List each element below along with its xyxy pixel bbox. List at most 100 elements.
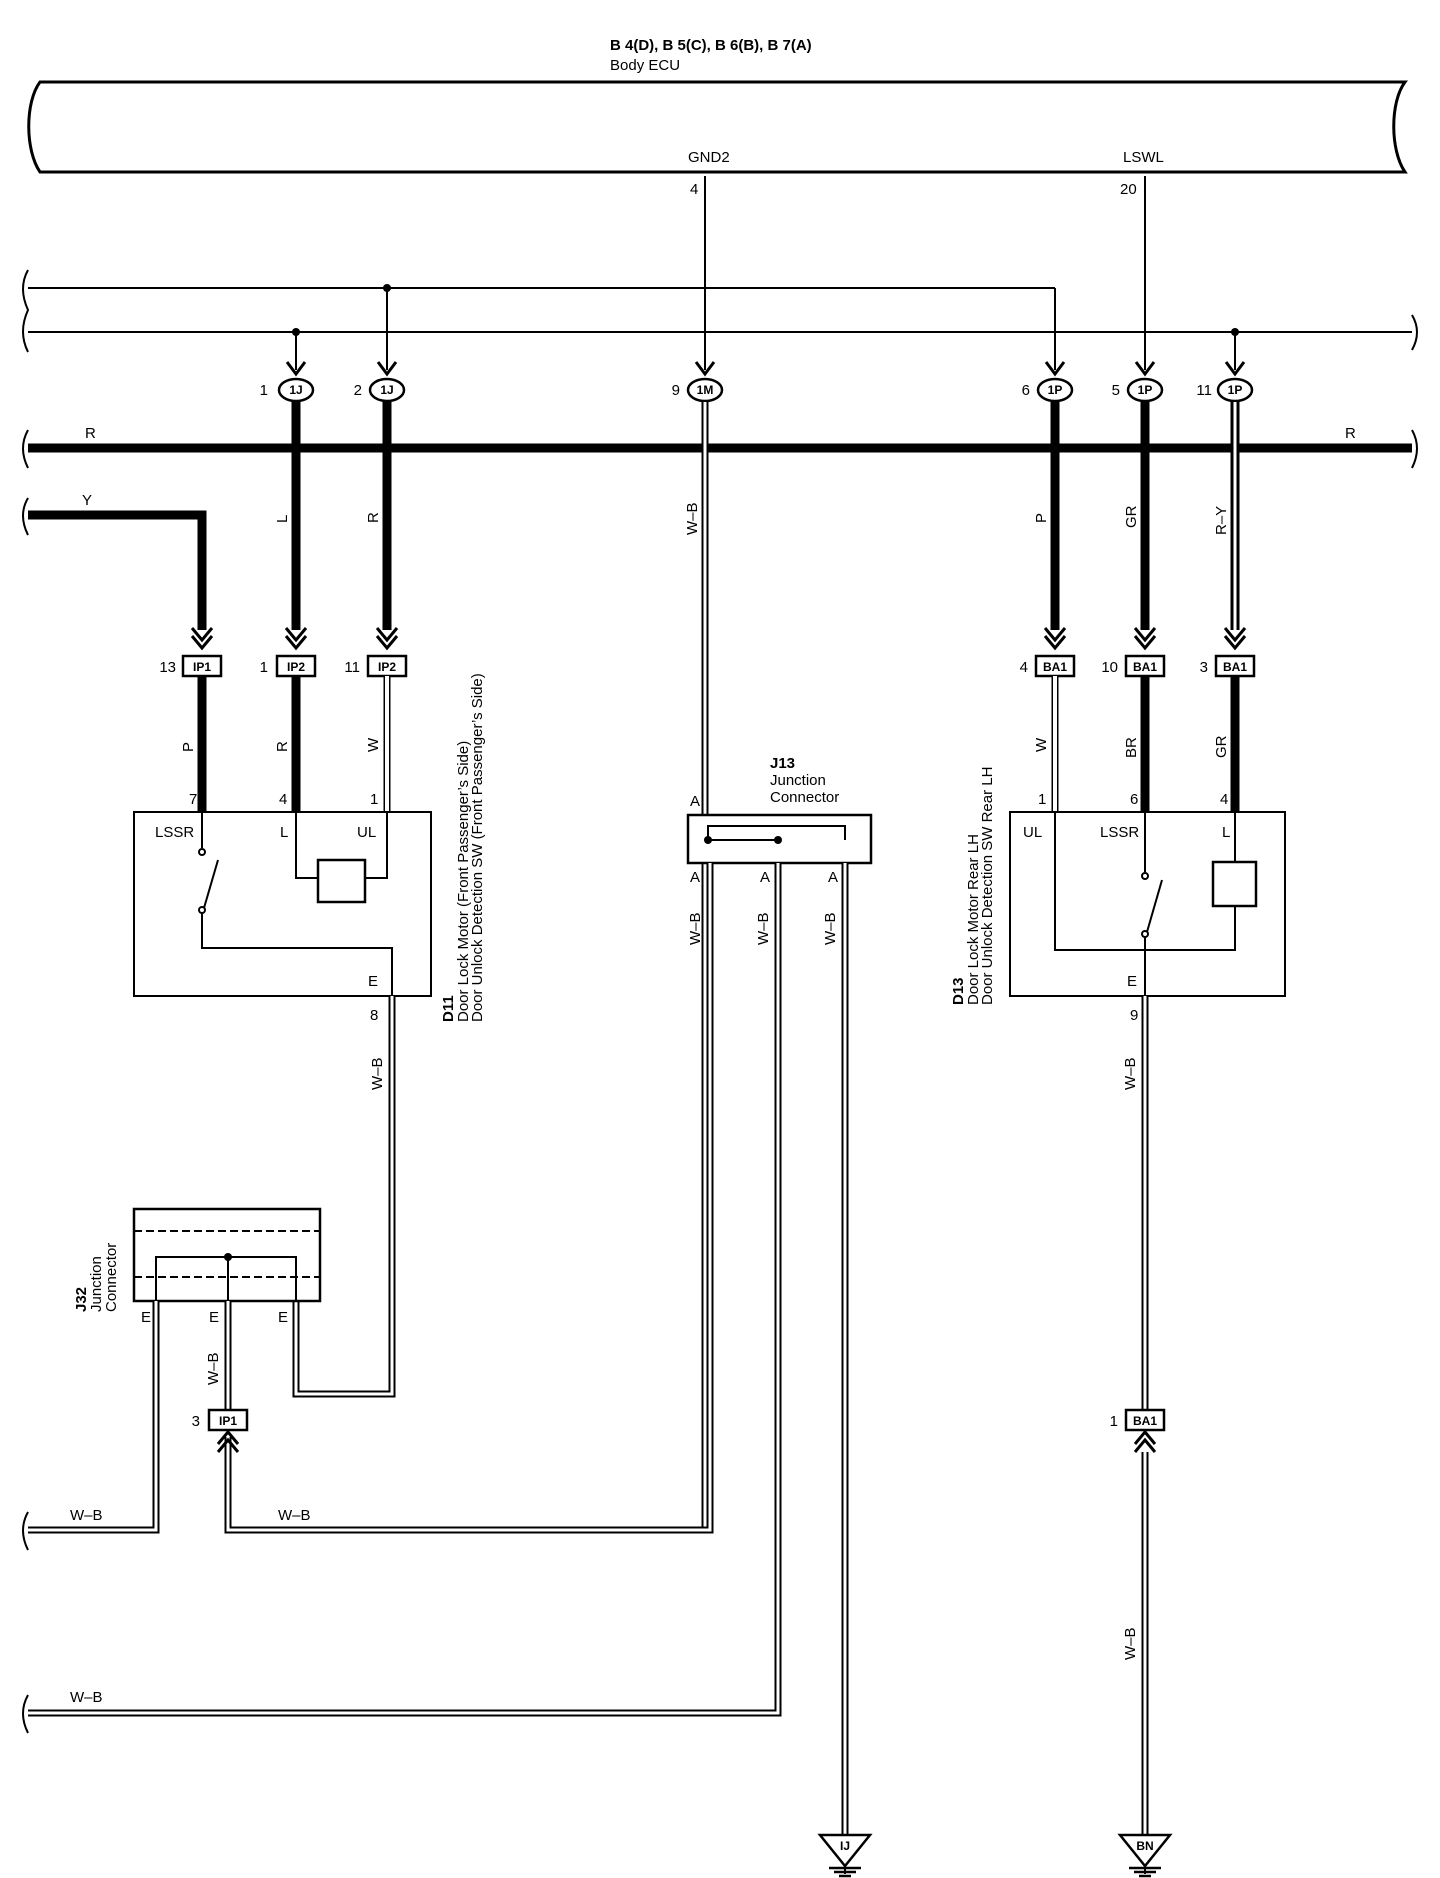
svg-text:6: 6 <box>1022 382 1030 399</box>
d13-line1: Door Lock Motor Rear LH <box>965 834 982 1005</box>
wb-bottom2-label: W–B <box>278 1507 311 1524</box>
ecu-name: Body ECU <box>610 57 680 74</box>
svg-text:E: E <box>141 1309 151 1326</box>
svg-text:E: E <box>209 1309 219 1326</box>
bus-label-right: R <box>1345 425 1356 442</box>
wb-wire-label: W–B <box>684 502 701 535</box>
svg-text:IP2: IP2 <box>378 660 396 674</box>
motor-icon <box>1211 860 1258 908</box>
connector-ba1-4: BA1 4 <box>1020 654 1076 678</box>
chevron-icon <box>190 627 1247 651</box>
svg-text:1: 1 <box>370 791 378 808</box>
connector-ip1-13: IP1 13 <box>159 654 223 678</box>
wb-d11-wire <box>292 996 396 1398</box>
d13-line2: Door Unlock Detection SW Rear LH <box>979 767 996 1005</box>
d11-e-pin: 8 <box>370 1007 378 1024</box>
p-d11-label: P <box>180 742 197 752</box>
gr-wire-label: GR <box>1123 505 1140 528</box>
svg-text:L: L <box>1222 824 1230 841</box>
d11-line2: Door Unlock Detection SW (Front Passenge… <box>469 673 486 1022</box>
svg-text:BN: BN <box>1136 1839 1153 1853</box>
d11-id: D11 <box>440 995 457 1022</box>
svg-text:10: 10 <box>1101 659 1118 676</box>
junction-1j-a: 1J 1 <box>260 377 315 403</box>
y-wire <box>28 510 207 630</box>
svg-text:A: A <box>690 793 700 810</box>
svg-text:E: E <box>278 1309 288 1326</box>
y-wire-label: Y <box>82 492 92 509</box>
svg-text:9: 9 <box>672 382 680 399</box>
svg-text:1P: 1P <box>1138 383 1153 397</box>
junction-1p-b: 1P 5 <box>1112 377 1164 403</box>
svg-text:1P: 1P <box>1228 383 1243 397</box>
svg-text:3: 3 <box>1200 659 1208 676</box>
svg-text:J13: J13 <box>770 755 795 772</box>
connector-ip1-3: IP1 3 <box>192 1408 249 1432</box>
break-mark <box>22 497 29 536</box>
svg-text:1: 1 <box>260 382 268 399</box>
break-mark-right-signal <box>1411 314 1418 351</box>
wb-bottom3-label: W–B <box>70 1689 103 1706</box>
lswl-label: LSWL <box>1123 149 1164 166</box>
d13-id: D13 <box>950 977 967 1005</box>
svg-text:1: 1 <box>1038 791 1046 808</box>
j32-connector: E E E <box>132 1207 322 1326</box>
j13-connector: J13 Junction Connector A A A A <box>686 755 873 886</box>
ground-ij: IJ <box>817 1833 873 1878</box>
junction-1m: 1M 9 <box>672 377 724 403</box>
svg-text:Connector: Connector <box>770 789 839 806</box>
svg-text:BA1: BA1 <box>1043 660 1067 674</box>
break-mark <box>1411 429 1418 469</box>
svg-text:5: 5 <box>1112 382 1120 399</box>
chevron-icon <box>216 1429 240 1453</box>
svg-text:IJ: IJ <box>840 1839 850 1853</box>
svg-text:1J: 1J <box>380 383 393 397</box>
connector-ba1-1: BA1 1 <box>1110 1408 1166 1432</box>
svg-text:Junction: Junction <box>770 772 826 789</box>
ecu-box <box>27 80 1408 174</box>
svg-text:A: A <box>690 869 700 886</box>
wb-d11-label: W–B <box>369 1057 386 1090</box>
w-d13-label: W <box>1033 737 1050 752</box>
d13-component: 1 6 4 UL LSSR L E <box>1009 791 1286 997</box>
d13-e-pin: 9 <box>1130 1007 1138 1024</box>
svg-text:11: 11 <box>1196 382 1212 399</box>
bus-label-left: R <box>85 425 96 442</box>
svg-text:A: A <box>760 869 770 886</box>
j32-line2: Connector <box>103 1243 120 1312</box>
wb-ba1-label: W–B <box>1122 1627 1139 1660</box>
ry-wire-label: R–Y <box>1213 506 1230 535</box>
j32-id: J32 <box>73 1287 90 1312</box>
svg-text:BA1: BA1 <box>1133 1414 1157 1428</box>
svg-text:1: 1 <box>1110 1413 1118 1430</box>
svg-text:6: 6 <box>1130 791 1138 808</box>
svg-text:UL: UL <box>357 824 376 841</box>
br-d13-label: BR <box>1123 737 1140 758</box>
svg-text:LSSR: LSSR <box>155 824 194 841</box>
svg-text:4: 4 <box>1220 791 1228 808</box>
svg-text:BA1: BA1 <box>1223 660 1247 674</box>
break-mark-left-signal <box>22 269 30 353</box>
svg-text:UL: UL <box>1023 824 1042 841</box>
break-mark <box>22 429 29 469</box>
connector-ba1-3: BA1 3 <box>1200 654 1256 678</box>
svg-text:11: 11 <box>344 659 360 676</box>
svg-text:3: 3 <box>192 1413 200 1430</box>
svg-text:IP1: IP1 <box>219 1414 237 1428</box>
l-wire-label: L <box>274 515 291 523</box>
svg-text:1M: 1M <box>697 383 714 397</box>
w-d11-label: W <box>365 737 382 752</box>
svg-text:1: 1 <box>260 659 268 676</box>
d11-line1: Door Lock Motor (Front Passenger’s Side) <box>455 741 472 1022</box>
break-mark <box>22 1694 29 1734</box>
lswl-pin: 20 <box>1120 181 1137 198</box>
connector-ip2-1: IP2 1 <box>260 654 317 678</box>
wb-bottom1-label: W–B <box>70 1507 103 1524</box>
connector-ip2-11: IP2 11 <box>344 654 408 678</box>
chevron-icon <box>285 361 1246 377</box>
svg-text:4: 4 <box>1020 659 1028 676</box>
svg-text:4: 4 <box>279 791 287 808</box>
svg-text:1P: 1P <box>1048 383 1063 397</box>
svg-text:L: L <box>280 824 288 841</box>
